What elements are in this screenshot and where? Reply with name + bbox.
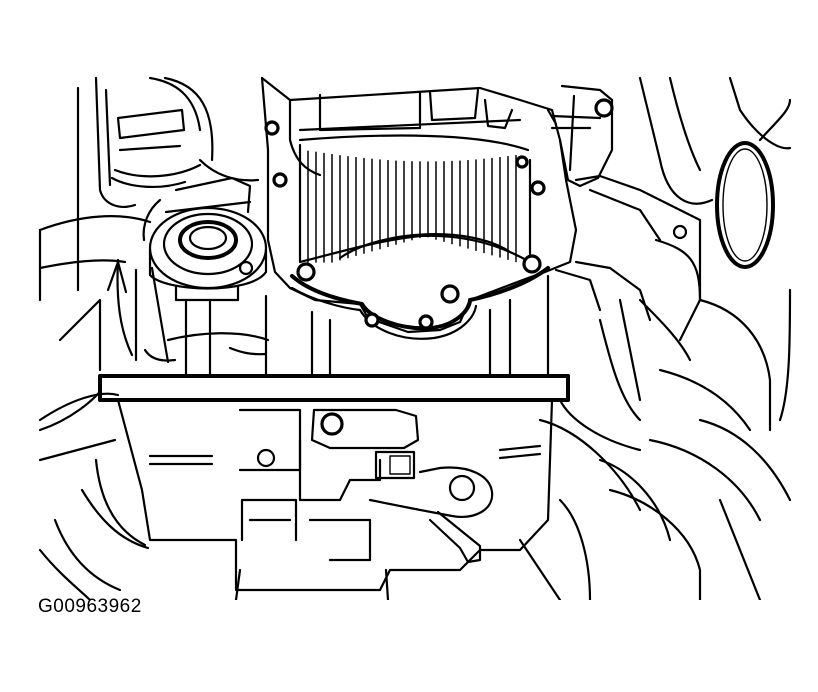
lever-pivot — [448, 474, 476, 502]
right-engine-components — [518, 76, 792, 600]
case-flange — [264, 120, 550, 340]
center-boss-bolt — [320, 412, 344, 436]
upper-right-bracket — [546, 84, 614, 188]
mount-bolt — [672, 224, 688, 240]
case-bolt — [418, 314, 434, 330]
seal-bolt — [238, 260, 254, 276]
case-bolt — [530, 180, 546, 196]
case-bolt — [522, 254, 542, 274]
case-bolt — [264, 120, 280, 136]
case-bolt — [515, 155, 529, 169]
lower-left-components — [38, 392, 147, 547]
case-ribs — [307, 150, 517, 263]
figure-caption: G00963962 — [38, 596, 142, 617]
case-bolt — [440, 284, 460, 304]
case-bolt — [364, 312, 380, 328]
gasket-ring — [715, 141, 775, 269]
engine-transmission-line-drawing — [38, 76, 792, 600]
left-engine-components — [38, 76, 260, 600]
case-bolt — [272, 172, 288, 188]
case-bolt — [296, 262, 316, 282]
bracket-bolt — [594, 98, 614, 118]
oil-pan-assembly — [98, 274, 570, 600]
pan-bolt — [256, 448, 276, 468]
output-shaft-seal — [142, 198, 268, 302]
transmission-case — [260, 76, 578, 334]
